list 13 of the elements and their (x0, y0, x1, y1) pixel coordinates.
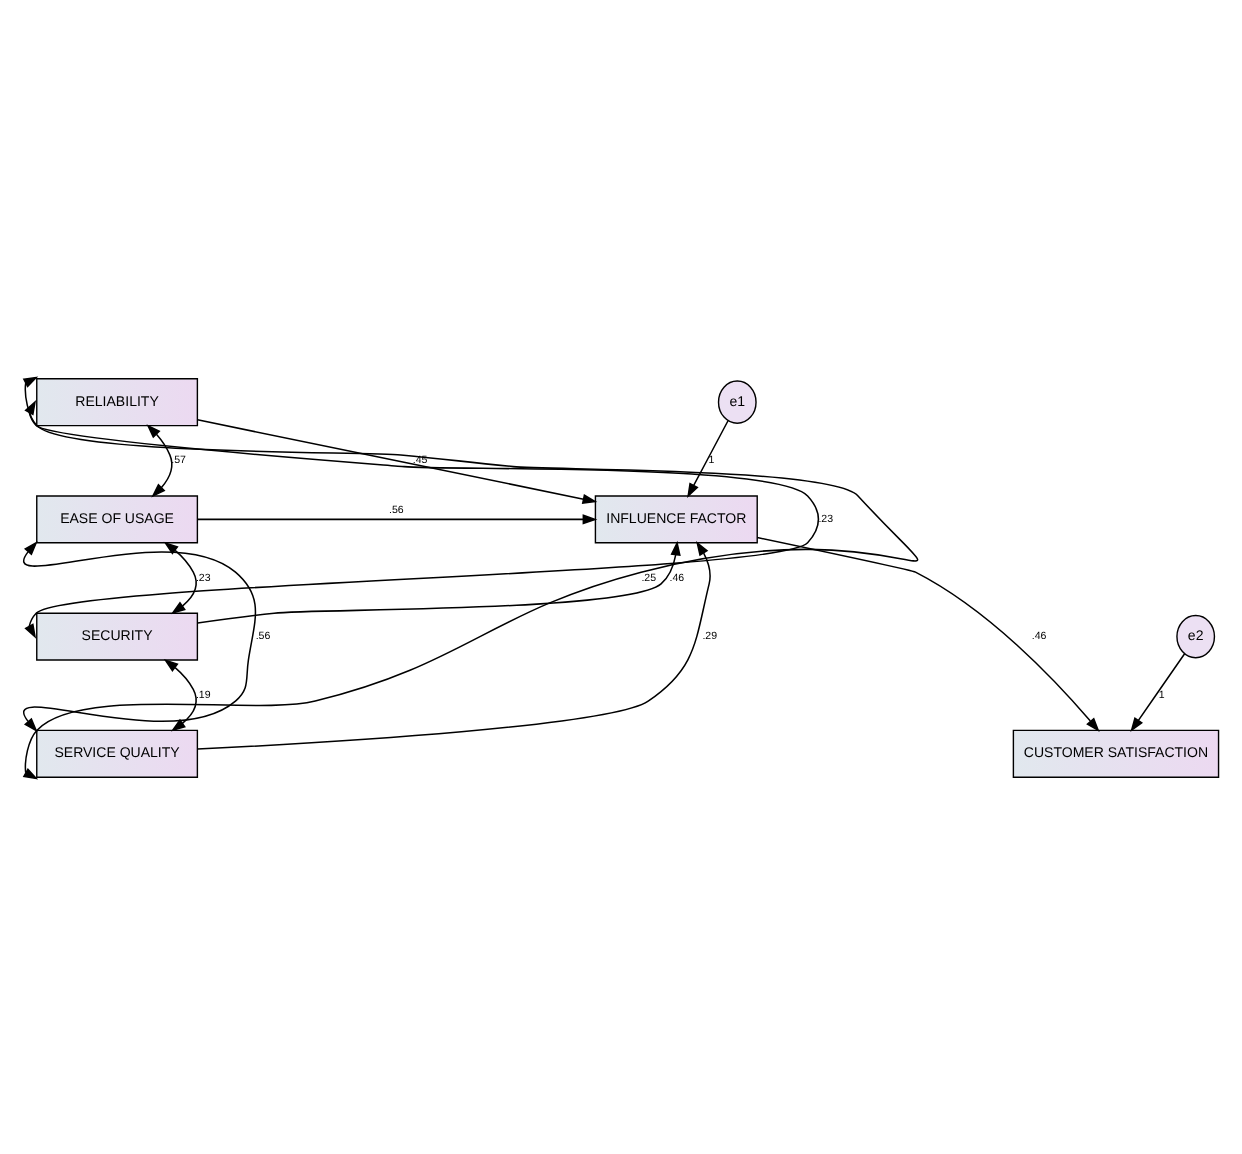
arrow (163, 657, 197, 731)
arrow (146, 423, 173, 497)
arrow (1130, 652, 1186, 731)
arrow (196, 540, 711, 749)
arrow (22, 540, 257, 732)
arrow (687, 419, 729, 497)
arrow (22, 375, 919, 779)
arrow (196, 418, 598, 504)
arrow (196, 513, 598, 524)
arrow (24, 399, 819, 638)
arrow (163, 540, 197, 614)
arrow (756, 535, 1100, 732)
arrow (196, 539, 681, 623)
